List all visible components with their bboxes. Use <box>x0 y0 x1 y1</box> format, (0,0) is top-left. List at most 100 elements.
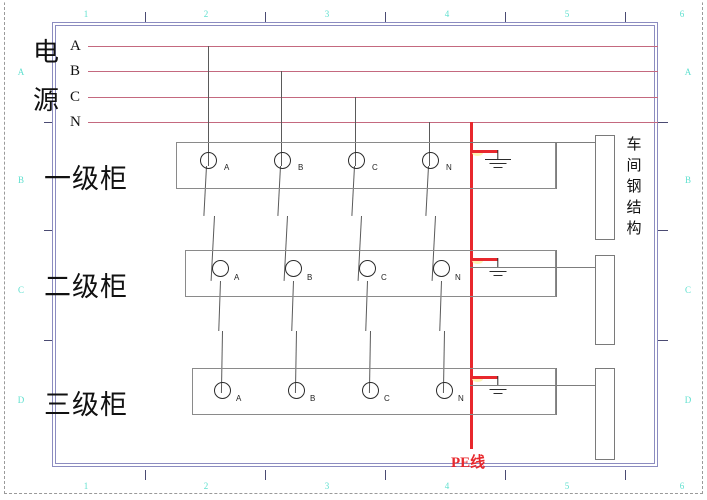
highlight-dot-1 <box>472 150 483 156</box>
terminal-3-N[interactable] <box>436 382 453 399</box>
ruler-bottom-1: 1 <box>83 481 89 491</box>
terminal-label-3-B: B <box>310 394 316 403</box>
ruler-left-B: B <box>17 175 24 185</box>
terminal-3-B[interactable] <box>288 382 305 399</box>
terminal-3-A[interactable] <box>214 382 231 399</box>
ruler-right-B: B <box>684 175 691 185</box>
ruler-top-4: 4 <box>444 9 450 19</box>
terminal-label-2-B: B <box>307 273 313 282</box>
ruler-bottom-6: 6 <box>679 481 685 491</box>
cabinet-box-1[interactable] <box>176 142 556 189</box>
drop-wire-C-seg1 <box>355 97 356 166</box>
cabinet3-steel-link-h <box>470 385 598 386</box>
ruler-right-A: A <box>684 67 692 77</box>
ruler-tick-left <box>44 230 54 231</box>
terminal-label-1-N: N <box>446 163 452 172</box>
ground-bar-3 <box>493 167 503 169</box>
terminal-label-2-C: C <box>381 273 387 282</box>
ruler-tick-left <box>44 122 54 123</box>
ruler-bottom-2: 2 <box>203 481 209 491</box>
steel-text-char-4: 结 <box>626 198 642 216</box>
ruler-bottom-5: 5 <box>564 481 570 491</box>
cabinet-box-2[interactable] <box>185 250 556 297</box>
ground-stem <box>497 376 499 385</box>
terminal-label-3-A: A <box>236 394 242 403</box>
pe-branch-2 <box>470 258 498 261</box>
phase-label-B: B <box>70 63 81 79</box>
terminal-label-2-N: N <box>455 273 461 282</box>
ruler-tick-top <box>505 12 506 22</box>
cabinet-label-1: 一级柜 <box>44 164 128 195</box>
ruler-tick-top <box>385 12 386 22</box>
terminal-2-C[interactable] <box>359 260 376 277</box>
source-label-line2: 源 <box>33 86 60 116</box>
cabinet1-steel-link-h <box>470 142 598 143</box>
pe-line-label: PE线 <box>451 455 486 471</box>
cabinet3-link-right <box>556 368 557 415</box>
ground-bar-2 <box>489 163 507 165</box>
ruler-tick-bottom <box>625 470 626 480</box>
drop-wire-B-seg1 <box>281 71 282 166</box>
ruler-top-6: 6 <box>679 9 685 19</box>
steel-text-char-5: 构 <box>626 219 642 237</box>
terminal-1-A[interactable] <box>200 152 217 169</box>
phase-bus-A <box>88 46 658 47</box>
ruler-tick-top <box>145 12 146 22</box>
terminal-2-N[interactable] <box>433 260 450 277</box>
highlight-dot-3 <box>472 376 483 382</box>
ground-bar-3 <box>493 275 503 277</box>
phase-label-A: A <box>70 38 81 54</box>
drop-wire-A-seg1 <box>208 46 209 166</box>
ruler-bottom-3: 3 <box>324 481 330 491</box>
ruler-tick-right <box>658 230 668 231</box>
cabinet-box-3[interactable] <box>192 368 556 415</box>
terminal-2-B[interactable] <box>285 260 302 277</box>
ground-bar-2 <box>489 389 507 391</box>
steel-column-1 <box>595 135 615 240</box>
pe-branch-1 <box>470 150 498 153</box>
drop-wire-N-seg1 <box>429 122 430 166</box>
steel-text-char-2: 间 <box>626 156 642 174</box>
cabinet2-link-right <box>556 250 557 297</box>
ground-bar-1 <box>485 159 511 161</box>
terminal-3-C[interactable] <box>362 382 379 399</box>
pe-branch-3 <box>470 376 498 379</box>
terminal-label-1-A: A <box>224 163 230 172</box>
ruler-tick-left <box>44 340 54 341</box>
ruler-tick-right <box>658 122 668 123</box>
terminal-1-C[interactable] <box>348 152 365 169</box>
phase-bus-C <box>88 97 658 98</box>
terminal-1-N[interactable] <box>422 152 439 169</box>
ruler-tick-bottom <box>145 470 146 480</box>
ruler-tick-top <box>265 12 266 22</box>
phase-bus-B <box>88 71 658 72</box>
terminal-1-B[interactable] <box>274 152 291 169</box>
steel-structure-label: 车 间 钢 结 构 <box>625 134 643 239</box>
ground-bar-2 <box>489 271 507 273</box>
ruler-tick-bottom <box>265 470 266 480</box>
ground-stem <box>497 150 499 159</box>
ruler-top-3: 3 <box>324 9 330 19</box>
ruler-right-C: C <box>684 285 691 295</box>
terminal-2-A[interactable] <box>212 260 229 277</box>
ruler-tick-right <box>658 340 668 341</box>
steel-text-char-3: 钢 <box>626 177 642 195</box>
cabinet1-link-right <box>556 142 557 189</box>
phase-label-N: N <box>70 114 81 130</box>
ruler-bottom-4: 4 <box>444 481 450 491</box>
highlight-dot-2 <box>472 258 483 264</box>
ground-bar-3 <box>493 393 503 395</box>
cabinet2-steel-link-h <box>470 267 598 268</box>
steel-text-char-1: 车 <box>626 135 642 153</box>
cabinet-label-3: 三级柜 <box>44 390 128 421</box>
pe-line-vertical <box>470 122 473 449</box>
phase-bus-N <box>88 122 658 123</box>
ruler-left-C: C <box>17 285 24 295</box>
phase-label-C: C <box>70 89 81 105</box>
ruler-tick-bottom <box>385 470 386 480</box>
ruler-left-D: D <box>17 395 25 405</box>
ruler-tick-top <box>625 12 626 22</box>
steel-column-2 <box>595 255 615 345</box>
terminal-label-2-A: A <box>234 273 240 282</box>
